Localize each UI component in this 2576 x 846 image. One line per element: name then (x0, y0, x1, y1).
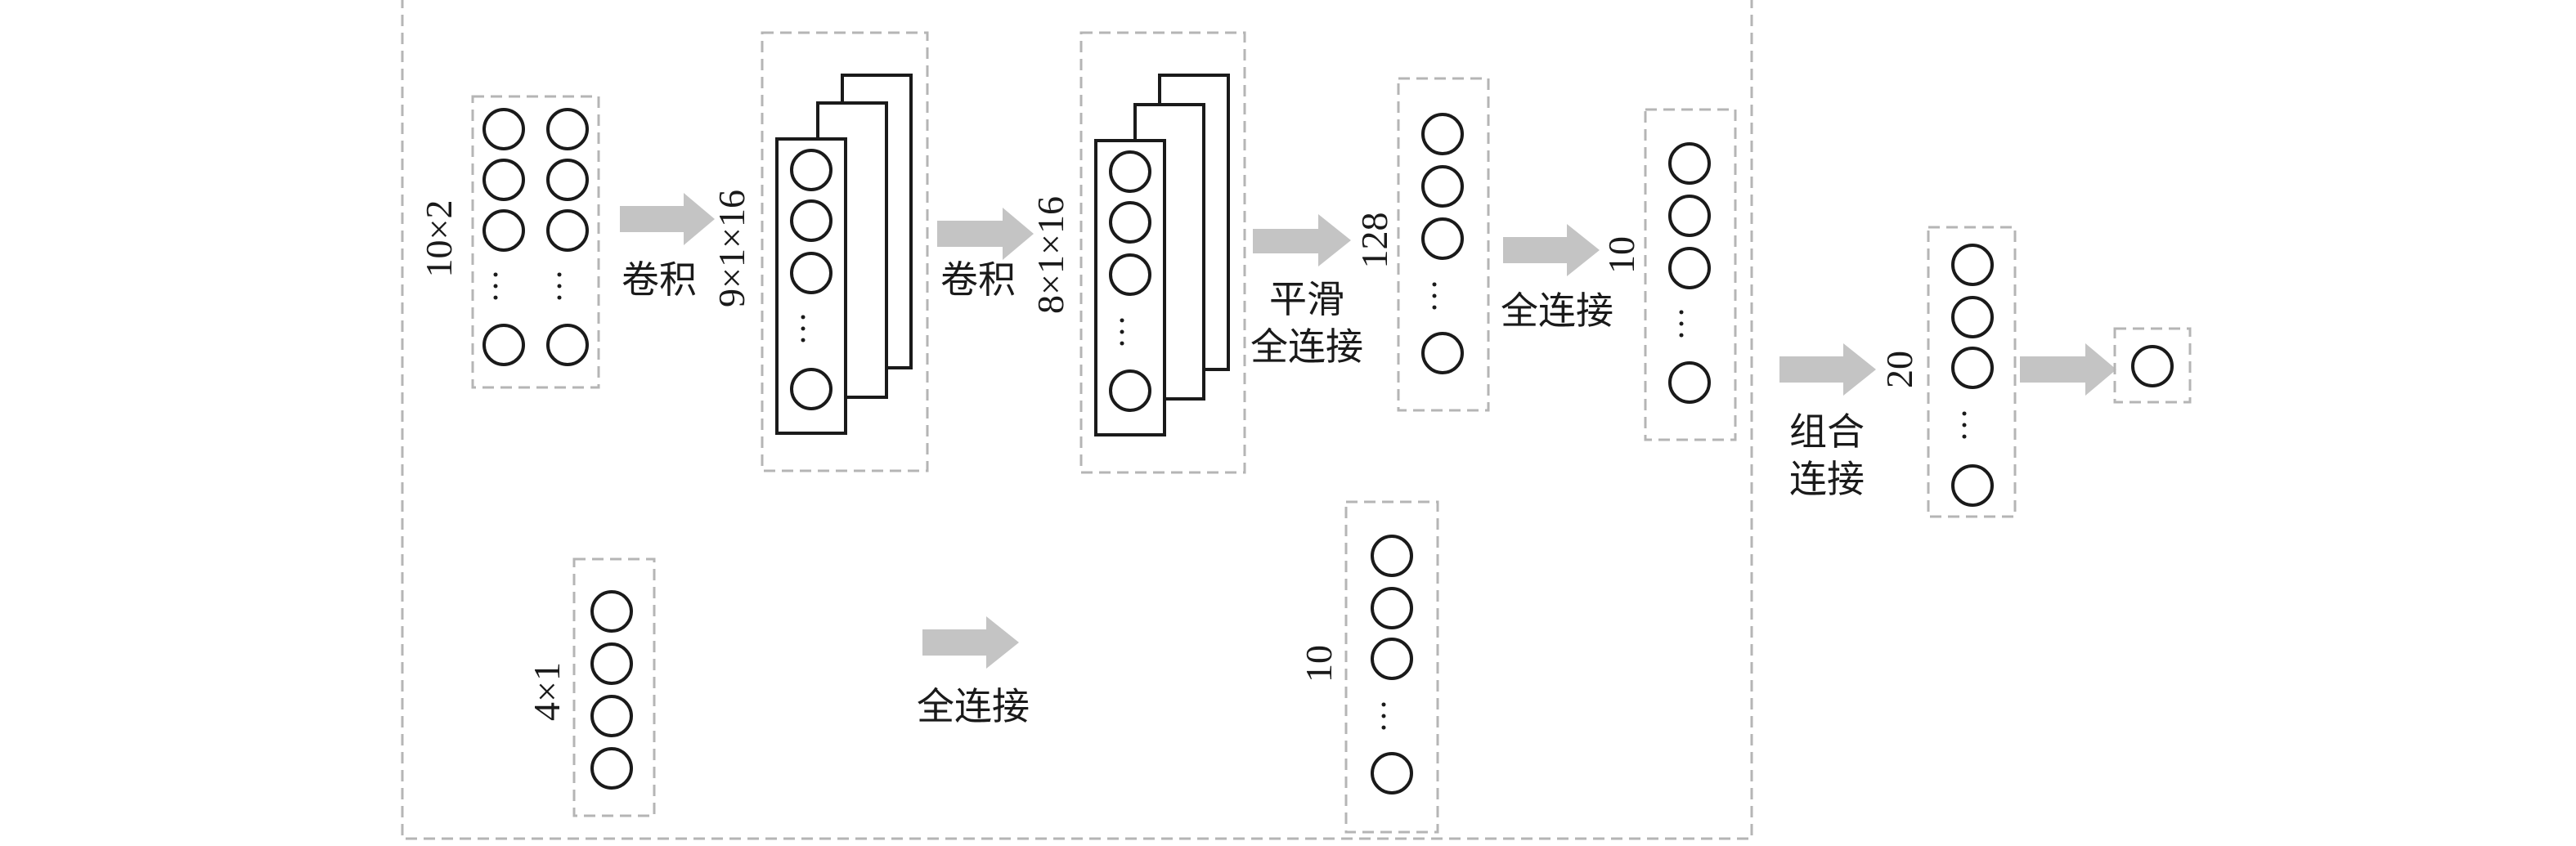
neuron (790, 149, 832, 191)
neuron (1951, 244, 1994, 286)
ellipsis: … (1954, 408, 1992, 442)
neuron (590, 590, 633, 633)
neuron (546, 209, 589, 252)
input-10x2-layer: … … 10×2 (418, 95, 600, 389)
combined-frame (1927, 226, 2017, 518)
conv2-label: 卷积 (940, 259, 1016, 301)
conv1-output-label: 9×1×16 (711, 190, 752, 307)
flatten-frame (1397, 77, 1490, 412)
fc1-frame (1644, 108, 1737, 441)
neuron (1421, 332, 1464, 374)
conv1-label: 卷积 (622, 259, 697, 301)
flatten-arrow (1253, 214, 1351, 266)
conv1-feature-maps: … 9×1×16 (711, 31, 929, 472)
input-10x2-label: 10×2 (418, 200, 460, 278)
conv2-frame (1079, 31, 1246, 474)
neuron (1951, 347, 1994, 389)
flatten-label-line1: 平滑 (1269, 279, 1344, 320)
combine-label-line1: 组合 (1789, 411, 1865, 453)
neuron (546, 324, 589, 366)
conv1-arrow (620, 193, 715, 245)
fc2-frame (1344, 500, 1439, 834)
conv1-frame (761, 31, 929, 472)
ellipsis: … (486, 269, 523, 303)
output-neuron (2131, 345, 2174, 387)
branch-group-frame (401, 0, 1753, 840)
neuron (1421, 113, 1464, 155)
fc1-label: 全连接 (1501, 290, 1613, 332)
neuron (590, 642, 633, 685)
fc1-arrow (1503, 224, 1600, 276)
flatten-output-label: 128 (1353, 213, 1395, 269)
neuron (1371, 535, 1413, 577)
neuron (482, 324, 525, 366)
neuron (1371, 638, 1413, 680)
output-arrow (2020, 343, 2116, 396)
fc1-10-layer: … 10 (1600, 108, 1737, 441)
neuron (1371, 587, 1413, 629)
combined-output-label: 20 (1878, 351, 1920, 388)
neuron (790, 199, 832, 242)
neuron (1668, 142, 1711, 185)
fc1-output-label: 10 (1600, 236, 1642, 274)
neuron (1109, 253, 1151, 296)
ellipsis: … (550, 269, 587, 303)
neuron (1109, 201, 1151, 244)
flatten-label-line2: 全连接 (1250, 326, 1363, 368)
neuron (1421, 165, 1464, 208)
ellipsis: … (1112, 315, 1150, 349)
neuron (790, 368, 832, 410)
neuron (1951, 296, 1994, 338)
input-4x1-frame (572, 557, 656, 817)
combine-label-line2: 连接 (1789, 459, 1865, 500)
ellipsis: … (1374, 699, 1411, 733)
neuron (1668, 195, 1711, 237)
input-4x1-layer: 4×1 (526, 557, 656, 817)
conv2-arrow (937, 208, 1034, 260)
ellipsis: … (793, 311, 831, 346)
fc2-arrow (922, 616, 1019, 669)
output-layer (2113, 327, 2192, 404)
neuron (790, 252, 832, 294)
input-10x2-frame (471, 95, 600, 389)
neuron (546, 159, 589, 201)
neuron (1668, 247, 1711, 289)
neuron (1421, 217, 1464, 260)
combine-arrow (1779, 343, 1876, 396)
fc2-10-layer: … 10 (1298, 500, 1439, 834)
neuron (590, 747, 633, 790)
conv2-output-label: 8×1×16 (1030, 196, 1071, 314)
ellipsis: … (1425, 279, 1462, 313)
output-frame (2113, 327, 2192, 404)
fc2-label: 全连接 (917, 686, 1030, 727)
neuron (482, 209, 525, 252)
neuron (590, 695, 633, 737)
neuron (1109, 369, 1151, 412)
flatten-128-layer: … 128 (1353, 77, 1490, 412)
fc2-output-label: 10 (1298, 645, 1340, 683)
neuron (482, 159, 525, 201)
ellipsis: … (1672, 307, 1709, 341)
neuron (1109, 150, 1151, 193)
neuron (1951, 464, 1994, 507)
neuron (1668, 361, 1711, 404)
input-4x1-label: 4×1 (526, 662, 568, 721)
neuron (1371, 752, 1413, 795)
neuron (482, 108, 525, 150)
neuron (546, 108, 589, 150)
conv2-feature-maps: … 8×1×16 (1030, 31, 1246, 474)
combined-20-layer: … 20 (1878, 226, 2017, 518)
